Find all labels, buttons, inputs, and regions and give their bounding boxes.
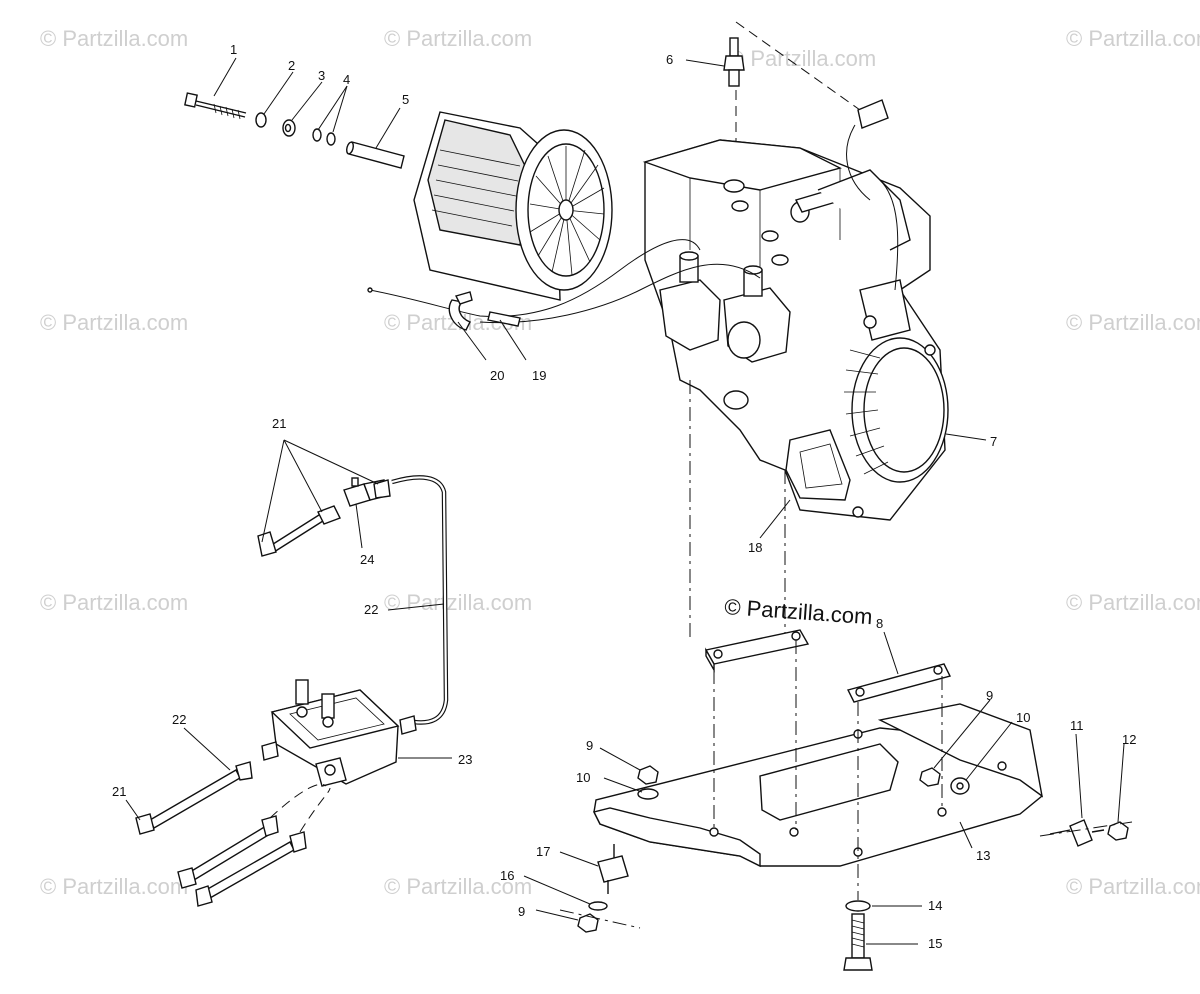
callout-9-left: 9	[586, 738, 593, 753]
engine-mount-plate-13	[592, 703, 1044, 868]
isolator-mount-11	[1049, 819, 1105, 847]
watermark: © Partzilla.com	[384, 590, 532, 615]
callout-9-bottom: 9	[518, 904, 525, 919]
spacer-5	[346, 141, 405, 169]
watermark: © Partzilla.com	[1066, 310, 1200, 335]
watermark: © Partzilla.com	[384, 26, 532, 51]
partzilla-watermark: © Partzilla.com	[724, 594, 874, 629]
nut-12	[1107, 821, 1129, 841]
watermark: © Partzilla.com	[40, 590, 188, 615]
callout-3: 3	[318, 68, 325, 83]
washer-10-left	[637, 788, 659, 800]
callout-1: 1	[230, 42, 237, 57]
callout-12: 12	[1122, 732, 1136, 747]
callout-21-top: 21	[272, 416, 286, 431]
callout-5: 5	[402, 92, 409, 107]
callout-13: 13	[976, 848, 990, 863]
leader-lines	[125, 57, 1125, 945]
callout-11: 11	[1070, 718, 1084, 733]
drive-clutch	[413, 111, 613, 301]
callout-15: 15	[928, 936, 942, 951]
callout-labels: 1 2 3 4 5 6 7 8 9 9 9 10 10 11 12 13 14 …	[112, 42, 1136, 951]
bolt-1	[184, 92, 247, 120]
callout-14: 14	[928, 898, 942, 913]
o-ring-4a	[312, 128, 322, 142]
fuel-pump-23	[261, 679, 417, 787]
callout-22-lower: 22	[172, 712, 186, 727]
watermark: © Partzilla.com	[1066, 590, 1200, 615]
nut-9-right	[919, 767, 941, 787]
callout-23: 23	[458, 752, 472, 767]
callout-16: 16	[500, 868, 514, 883]
isolator-17	[597, 844, 629, 894]
engine-block	[642, 139, 949, 521]
watermark: © Partzilla.com	[40, 874, 188, 899]
fuel-line-segments	[135, 761, 331, 907]
carburetors	[659, 251, 791, 363]
clutch-bolt-assembly	[184, 92, 405, 169]
throttle-cable-19	[367, 239, 761, 327]
callout-18: 18	[748, 540, 762, 555]
callout-7: 7	[990, 434, 997, 449]
watermark: © Partzilla.com	[40, 310, 188, 335]
callout-22-upper: 22	[364, 602, 378, 617]
washer-16	[588, 901, 608, 911]
fuel-shutoff-valve-24	[257, 477, 391, 557]
callout-20: 20	[490, 368, 504, 383]
callout-10-left: 10	[576, 770, 590, 785]
watermark: © Partzilla.com	[40, 26, 188, 51]
washer-2	[255, 112, 267, 128]
callout-21-bottom: 21	[112, 784, 126, 799]
watermark-layer: © Partzilla.com © Partzilla.com © Partzi…	[40, 26, 1200, 899]
washer-14	[845, 900, 871, 912]
watermark: © Partzilla.com	[1066, 26, 1200, 51]
callout-24: 24	[360, 552, 374, 567]
nut-9-left	[637, 765, 659, 785]
callout-4: 4	[343, 72, 350, 87]
callout-10-right: 10	[1016, 710, 1030, 725]
callout-19: 19	[532, 368, 546, 383]
nut-9-bottom	[577, 913, 599, 933]
callout-8a: 8	[876, 616, 883, 631]
watermark: © Partzilla.com	[728, 46, 876, 71]
fuel-line-22	[391, 475, 449, 725]
watermark: © Partzilla.com	[1066, 874, 1200, 899]
bolt-15	[843, 913, 873, 971]
callout-9-right: 9	[986, 688, 993, 703]
starter-handle-18	[785, 429, 851, 501]
o-ring-4b	[326, 132, 336, 146]
spark-plug-6	[723, 37, 745, 170]
callout-6: 6	[666, 52, 673, 67]
watermark: © Partzilla.com	[384, 874, 532, 899]
mount-pad-8b	[846, 663, 952, 703]
mount-pad-8a	[704, 629, 810, 673]
callout-17: 17	[536, 844, 550, 859]
callout-2: 2	[288, 58, 295, 73]
cable-clamp-20	[448, 299, 471, 331]
